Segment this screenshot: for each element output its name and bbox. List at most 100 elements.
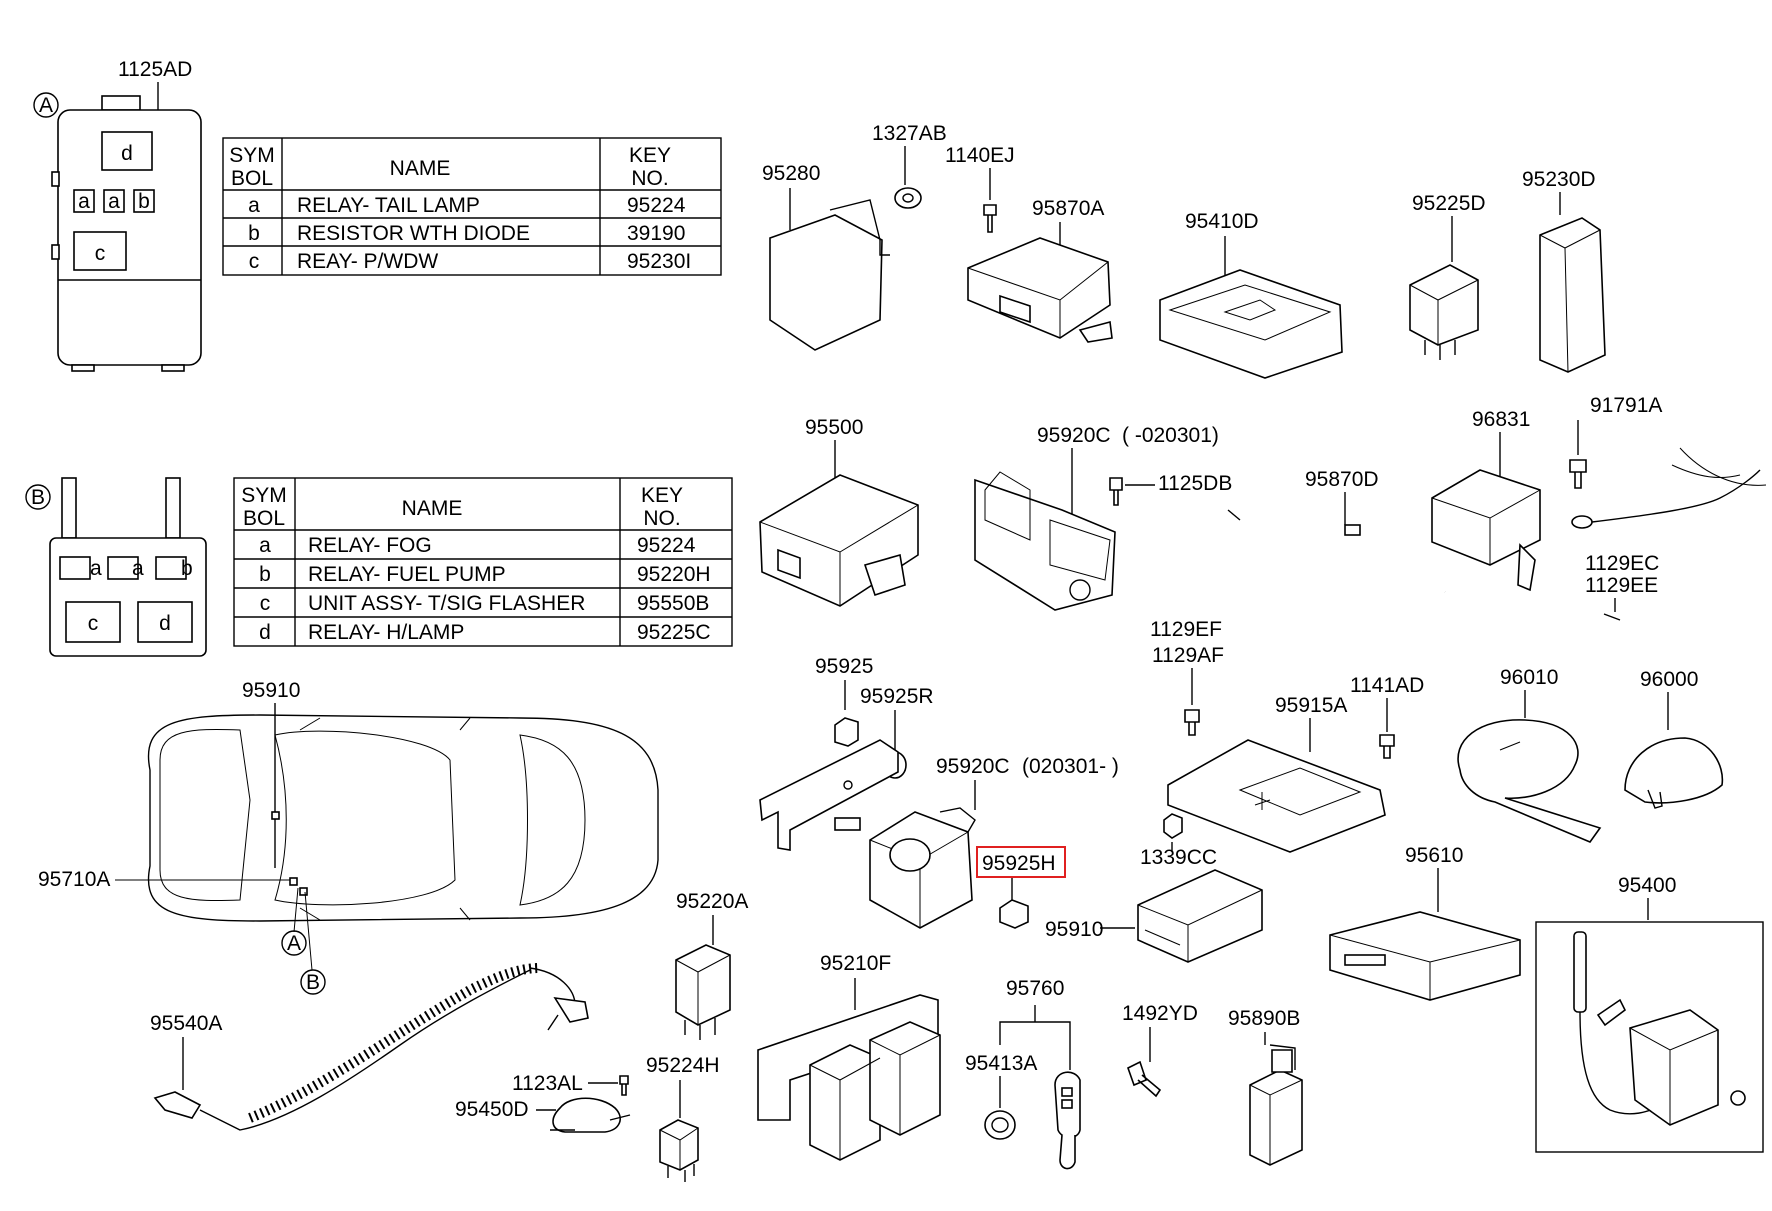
part-95920C-late: 95920C (020301- )	[869, 755, 1119, 929]
part-label-95910: 95910	[1045, 918, 1103, 941]
table-a-cell-key: 95230I	[627, 250, 691, 273]
table-a-cell-key: 95224	[627, 194, 686, 217]
part-95280: 95280	[762, 162, 890, 351]
table-b-header-no: NO.	[643, 507, 680, 530]
part-95610: 95610	[1329, 844, 1521, 1001]
part-range-95920C-late: (020301- )	[1022, 755, 1119, 778]
part-label-1327AB: 1327AB	[872, 122, 947, 145]
part-95230D: 95230D	[1522, 168, 1606, 373]
table-a-cell-name: REAY- P/WDW	[297, 250, 438, 273]
car-marker-b: B	[306, 971, 320, 994]
table-b-header-sym: SYM	[241, 484, 287, 507]
part-95920C-early: 95920C ( -020301)	[974, 424, 1219, 611]
part-96010: 96010	[1457, 666, 1602, 843]
part-label-1123AL: 1123AL	[512, 1072, 583, 1095]
part-95450D: 95450D	[455, 1097, 631, 1133]
part-95890B: 95890B	[1228, 1007, 1303, 1166]
table-a-header-no: NO.	[631, 167, 668, 190]
part-91791A: 91791A	[1569, 394, 1767, 529]
table-b-cell-name: UNIT ASSY- T/SIG FLASHER	[308, 592, 585, 615]
table-b: SYM BOL NAME KEY NO. a RELAY- FOG 95224 …	[233, 477, 733, 647]
table-b-cell-name: RELAY- FUEL PUMP	[308, 563, 506, 586]
fuse-box-a-slot-c: c	[95, 242, 106, 265]
table-b-cell-sym: a	[259, 534, 271, 557]
part-95870A: 95870A	[967, 197, 1113, 343]
part-1141AD: 1141AD	[1350, 674, 1424, 759]
fuse-box-b-slot-a2: a	[132, 557, 144, 580]
part-label-1125DB: 1125DB	[1158, 472, 1232, 495]
part-label-1129AF: 1129AF	[1152, 644, 1224, 667]
part-label-1141AD: 1141AD	[1350, 674, 1424, 697]
part-95224H: 95224H	[646, 1054, 720, 1182]
part-label-95925R: 95925R	[860, 685, 934, 708]
fuse-box-a-slot-b: b	[138, 190, 150, 213]
part-96831: 96831	[1431, 408, 1541, 592]
part-95870D: 95870D	[1227, 468, 1446, 593]
part-label-95280: 95280	[762, 162, 820, 185]
part-1123AL: 1123AL	[512, 1072, 629, 1096]
table-a-cell-sym: a	[248, 194, 260, 217]
car-label-95710A: 95710A	[38, 868, 110, 891]
table-b-cell-name: RELAY- FOG	[308, 534, 432, 557]
fuse-box-a-slot-d: d	[121, 142, 133, 165]
part-label-95760: 95760	[1006, 977, 1064, 1000]
table-b-cell-key: 95224	[637, 534, 696, 557]
part-95540A: 95540A	[150, 963, 589, 1131]
table-b-header-name: NAME	[402, 497, 463, 520]
part-95910-module: 95910	[1045, 869, 1263, 963]
table-b-cell-key: 95550B	[637, 592, 709, 615]
table-b-header-key: KEY	[641, 484, 683, 507]
part-label-95230D: 95230D	[1522, 168, 1596, 191]
part-label-96000: 96000	[1640, 668, 1698, 691]
fuse-box-a-slot-a2: a	[108, 190, 120, 213]
part-label-95500: 95500	[805, 416, 863, 439]
part-95410D: 95410D	[1159, 210, 1343, 379]
part-95225D: 95225D	[1409, 192, 1486, 360]
fuse-box-a-marker: A	[39, 94, 53, 117]
part-label-95540A: 95540A	[150, 1012, 222, 1035]
part-label-1492YD: 1492YD	[1122, 1002, 1198, 1025]
part-1129EF-1129AF: 1129EF 1129AF	[1150, 618, 1224, 736]
part-label-95920C-early: 95920C	[1037, 424, 1111, 447]
table-b-header-bol: BOL	[243, 507, 285, 530]
car-label-95910: 95910	[242, 679, 300, 702]
part-label-95224H: 95224H	[646, 1054, 720, 1077]
part-label-95225D: 95225D	[1412, 192, 1486, 215]
table-a: SYM BOL NAME KEY NO. a RELAY- TAIL LAMP …	[222, 137, 722, 276]
part-label-1339CC: 1339CC	[1140, 846, 1217, 869]
part-95760: 95760	[999, 977, 1081, 1170]
table-a-cell-sym: c	[249, 250, 260, 273]
part-95400: 95400	[1535, 874, 1764, 1153]
fuse-box-b-slot-b: b	[181, 557, 193, 580]
table-b-cell-key: 95220H	[637, 563, 711, 586]
part-label-95413A: 95413A	[965, 1052, 1037, 1075]
part-95925R: 95925R	[759, 685, 934, 851]
part-label-95920C-late: 95920C	[936, 755, 1010, 778]
fuse-box-a: A 1125AD d a a b c	[33, 58, 202, 372]
part-95915A: 95915A	[1167, 694, 1386, 853]
part-label-91791A: 91791A	[1590, 394, 1662, 417]
table-b-cell-key: 95225C	[637, 621, 711, 644]
table-b-cell-sym: c	[260, 592, 271, 615]
part-label-95210F: 95210F	[820, 952, 891, 975]
part-label-95610: 95610	[1405, 844, 1463, 867]
part-label-1129EF: 1129EF	[1150, 618, 1222, 641]
part-95500: 95500	[759, 416, 919, 607]
part-label-1129EE: 1129EE	[1585, 574, 1658, 597]
part-95925: 95925	[815, 655, 873, 747]
part-1125DB: 1125DB	[1109, 472, 1232, 506]
part-label-95925H: 95925H	[982, 852, 1056, 875]
table-b-cell-sym: b	[259, 563, 271, 586]
part-label-96831: 96831	[1472, 408, 1530, 431]
part-range-95920C-early: ( -020301)	[1122, 424, 1219, 447]
table-a-cell-key: 39190	[627, 222, 685, 245]
part-1339CC: 1339CC	[1140, 813, 1217, 869]
part-label-95890B: 95890B	[1228, 1007, 1300, 1030]
part-label-95915A: 95915A	[1275, 694, 1347, 717]
part-label-95400: 95400	[1618, 874, 1676, 897]
table-a-header-bol: BOL	[231, 167, 273, 190]
part-1327AB: 1327AB	[872, 122, 947, 209]
table-a-header-key: KEY	[629, 144, 671, 167]
table-b-cell-sym: d	[259, 621, 271, 644]
